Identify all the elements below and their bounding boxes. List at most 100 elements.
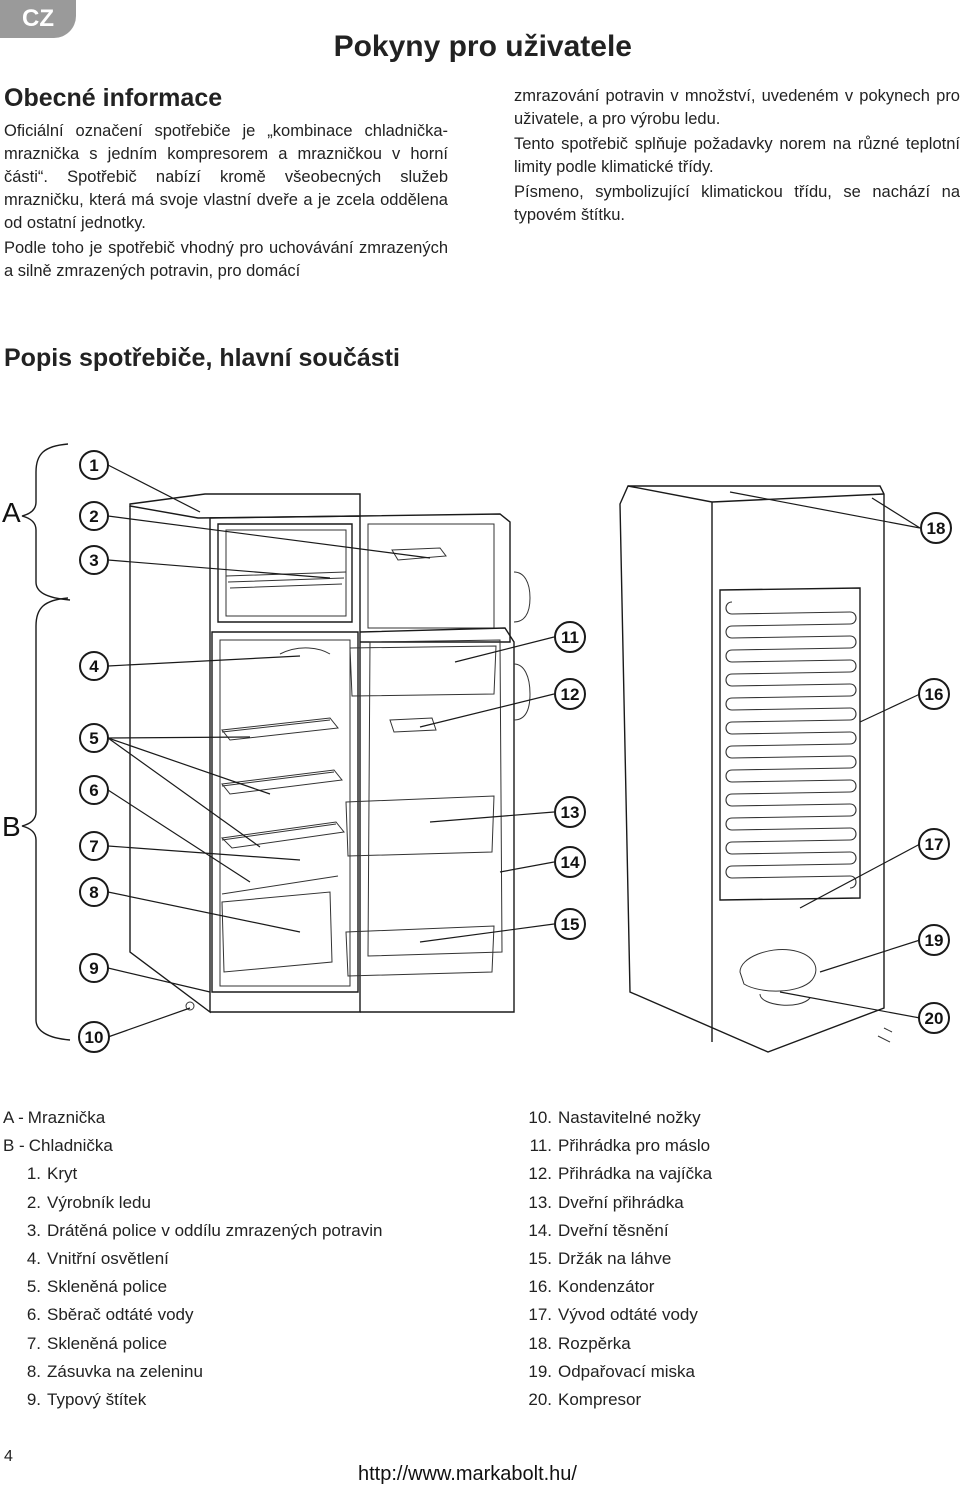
callout-9: 9 <box>79 953 109 983</box>
fridge-back-illustration <box>619 485 893 1053</box>
legend-item: 3.Drátěná police v oddílu zmrazených pot… <box>3 1217 383 1245</box>
general-info-paragraph: zmrazování potravin v množství, uvedeném… <box>514 87 960 128</box>
svg-text:15: 15 <box>561 915 580 934</box>
legend-item: 16.Kondenzátor <box>514 1273 712 1301</box>
legend-item-label: Skleněná police <box>47 1277 168 1297</box>
legend-item-label: Typový štítek <box>47 1390 147 1410</box>
svg-text:18: 18 <box>927 519 946 538</box>
description-heading: Popis spotřebiče, hlavní součásti <box>4 344 400 372</box>
general-info-right-column: zmrazování potravin v množství, uvedeném… <box>514 85 960 229</box>
general-info-paragraph: Tento spotřebič splňuje požadavky norem … <box>514 135 960 176</box>
legend-item-number: 7. <box>26 1333 41 1353</box>
callout-18: 18 <box>920 512 952 544</box>
svg-text:13: 13 <box>561 803 580 822</box>
legend-item-number: A - <box>3 1108 24 1127</box>
legend-item-label: Kompresor <box>558 1390 642 1410</box>
section-label-b: B <box>2 811 21 842</box>
legend-item-label: Odpařovací miska <box>558 1361 695 1381</box>
legend-item: A -Mraznička <box>3 1104 382 1132</box>
legend-item-number: 2. <box>26 1192 41 1212</box>
callout-13: 13 <box>554 796 586 828</box>
legend-item-label: Výrobník ledu <box>47 1192 151 1212</box>
legend-item: 12. Přihrádka na vajíčka <box>514 1160 712 1188</box>
page-number: 4 <box>4 1448 13 1465</box>
legend-item-number: 10. <box>528 1108 552 1127</box>
legend-item-number: 6. <box>26 1305 41 1325</box>
general-info-heading: Obecné informace <box>4 84 223 112</box>
svg-text:14: 14 <box>561 853 580 872</box>
callout-11: 11 <box>554 621 586 653</box>
callout-20: 20 <box>918 1002 950 1034</box>
legend-item-label: Dveřní těsnění <box>558 1220 669 1240</box>
svg-text:20: 20 <box>925 1009 944 1028</box>
legend-item-number: 4. <box>26 1249 41 1269</box>
legend-right: 10.Nastavitelné nožky 11. Přihrádka pro má… <box>514 1104 712 1414</box>
section-bracket-a <box>21 443 71 601</box>
legend-item-number: 11. <box>529 1136 552 1156</box>
legend-item: 14. Dveřní těsnění <box>514 1217 712 1245</box>
callout-17: 17 <box>918 828 950 860</box>
general-info-left-column: Oficiální označení spotřebiče je „kombin… <box>4 120 448 285</box>
svg-text:5: 5 <box>89 729 98 748</box>
legend-item-label: Vývod odtáté vody <box>558 1305 698 1325</box>
legend-item: 10.Nastavitelné nožky <box>514 1104 712 1132</box>
appliance-diagram: A B <box>2 443 952 1053</box>
section-bracket-b <box>21 597 71 1041</box>
general-info-paragraph: Oficiální označení spotřebiče je „kombin… <box>4 122 448 232</box>
callout-15: 15 <box>554 908 586 940</box>
callout-2: 2 <box>79 501 109 531</box>
legend-item-label: Držák na láhve <box>558 1249 672 1269</box>
legend-item-label: Rozpěrka <box>558 1333 631 1353</box>
language-badge: CZ <box>0 0 76 38</box>
general-info-paragraph: Písmeno, symbolizující klimatickou třídu… <box>514 183 960 224</box>
legend-item-number: 14. <box>528 1220 552 1240</box>
legend-item-number: B - <box>3 1136 25 1156</box>
callout-1: 1 <box>79 450 109 480</box>
legend-item-number: 20. <box>528 1390 552 1410</box>
legend-item-label: Mraznička <box>27 1108 106 1127</box>
legend-item-number: 5. <box>26 1277 41 1297</box>
legend-item-label: Chladnička <box>28 1136 113 1156</box>
legend-item-label: Dveřní přihrádka <box>558 1192 684 1212</box>
callout-10: 10 <box>78 1021 110 1053</box>
svg-text:17: 17 <box>925 835 944 854</box>
svg-text:4: 4 <box>89 657 99 676</box>
svg-text:6: 6 <box>89 781 98 800</box>
legend-item-label: Přihrádka pro máslo <box>558 1136 711 1156</box>
legend-item-label: Skleněná police <box>47 1333 168 1353</box>
legend-item-number: 18. <box>528 1333 552 1353</box>
legend-item: 8. Zásuvka na zeleninu <box>3 1358 382 1386</box>
legend-item-label: Zásuvka na zeleninu <box>47 1361 203 1381</box>
callout-14: 14 <box>554 846 586 878</box>
legend-item: 18. Rozpěrka <box>514 1330 712 1358</box>
callout-3: 3 <box>79 545 109 575</box>
legend-item-number: 15. <box>528 1249 552 1269</box>
legend-item-number: 8. <box>26 1361 41 1381</box>
svg-text:1: 1 <box>89 456 98 475</box>
svg-text:12: 12 <box>561 685 580 704</box>
callout-4: 4 <box>79 651 109 681</box>
callout-leaders <box>107 464 921 1038</box>
svg-text:8: 8 <box>89 883 98 902</box>
legend-item: 11. Přihrádka pro máslo <box>514 1132 712 1160</box>
callout-12: 12 <box>554 678 586 710</box>
legend-item: 19.Odpařovací miska <box>514 1358 712 1386</box>
legend-item: 13.Dveřní přihrádka <box>514 1189 712 1217</box>
legend-item-label: Vnitřní osvětlení <box>47 1249 169 1269</box>
legend-item: 1.Kryt <box>3 1160 382 1188</box>
svg-text:7: 7 <box>89 837 98 856</box>
svg-text:2: 2 <box>89 507 98 526</box>
legend-item-label: Kondenzátor <box>558 1277 655 1297</box>
callout-5: 5 <box>79 723 109 753</box>
legend-item: 2. Výrobník ledu <box>3 1189 382 1217</box>
legend-item-label: Přihrádka na vajíčka <box>558 1164 713 1184</box>
svg-text:16: 16 <box>925 685 944 704</box>
legend-item: 15. Držák na láhve <box>514 1245 712 1273</box>
footer-url[interactable]: http://www.markabolt.hu/ <box>358 1463 577 1485</box>
legend-item-label: Kryt <box>47 1164 78 1184</box>
callout-8: 8 <box>79 877 109 907</box>
legend-item-number: 12. <box>528 1164 552 1184</box>
page-title: Pokyny pro uživatele <box>333 30 632 63</box>
callout-19: 19 <box>918 924 950 956</box>
